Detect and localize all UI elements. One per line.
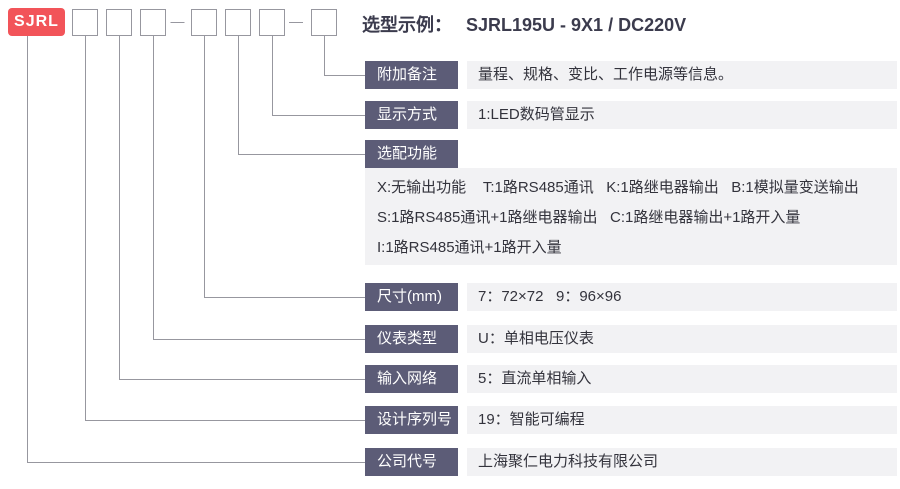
code-box-design-series (72, 9, 98, 36)
row-value-display-mode: 1:LED数码管显示 (467, 101, 897, 129)
connector-optional-function (238, 36, 365, 155)
row-value-design-series: 19：智能可编程 (467, 406, 897, 434)
connector-size (204, 36, 365, 298)
connector-company-code (27, 36, 365, 463)
row-value-extra-notes: 量程、规格、变比、工作电源等信息。 (467, 61, 897, 89)
example-model-code: SJRL195U - 9X1 / DC220V (466, 15, 687, 35)
code-box-optional-function (225, 9, 251, 36)
code-box-meter-type (140, 9, 166, 36)
row-label-input-network: 输入网络 (365, 365, 458, 393)
row-label-meter-type: 仪表类型 (365, 325, 458, 353)
code-box-display-mode (259, 9, 285, 36)
connector-design-series (85, 36, 365, 421)
example-title: 选型示例： SJRL195U - 9X1 / DC220V (362, 11, 686, 37)
code-box-extra-notes (311, 9, 337, 36)
example-title-label: 选型示例： (362, 15, 452, 35)
row-label-size: 尺寸(mm) (365, 283, 458, 311)
row-value-size: 7：72×72 9：96×96 (467, 283, 897, 311)
code-box-input-network (106, 9, 132, 36)
brand-badge: SJRL (8, 8, 65, 36)
row-label-display-mode: 显示方式 (365, 101, 458, 129)
option-line-1: X:无输出功能 T:1路RS485通讯 K:1路继电器输出 B:1模拟量变送输出 (377, 179, 859, 196)
optional-function-options: X:无输出功能 T:1路RS485通讯 K:1路继电器输出 B:1模拟量变送输出… (365, 168, 897, 265)
row-value-input-network: 5：直流单相输入 (467, 365, 897, 393)
row-value-meter-type: U：单相电压仪表 (467, 325, 897, 353)
connector-extra-notes (324, 36, 365, 76)
row-value-company-code: 上海聚仁电力科技有限公司 (467, 448, 897, 476)
option-line-2: S:1路RS485通讯+1路继电器输出 C:1路继电器输出+1路开入量 (377, 209, 801, 226)
row-label-extra-notes: 附加备注 (365, 61, 458, 89)
row-label-company-code: 公司代号 (365, 448, 458, 476)
option-line-3: I:1路RS485通讯+1路开入量 (377, 239, 562, 256)
row-label-optional-function: 选配功能 (365, 140, 458, 168)
connector-meter-type (153, 36, 365, 340)
code-box-size (191, 9, 217, 36)
connector-display-mode (272, 36, 365, 116)
connector-input-network (119, 36, 365, 380)
row-label-design-series: 设计序列号 (365, 406, 458, 434)
